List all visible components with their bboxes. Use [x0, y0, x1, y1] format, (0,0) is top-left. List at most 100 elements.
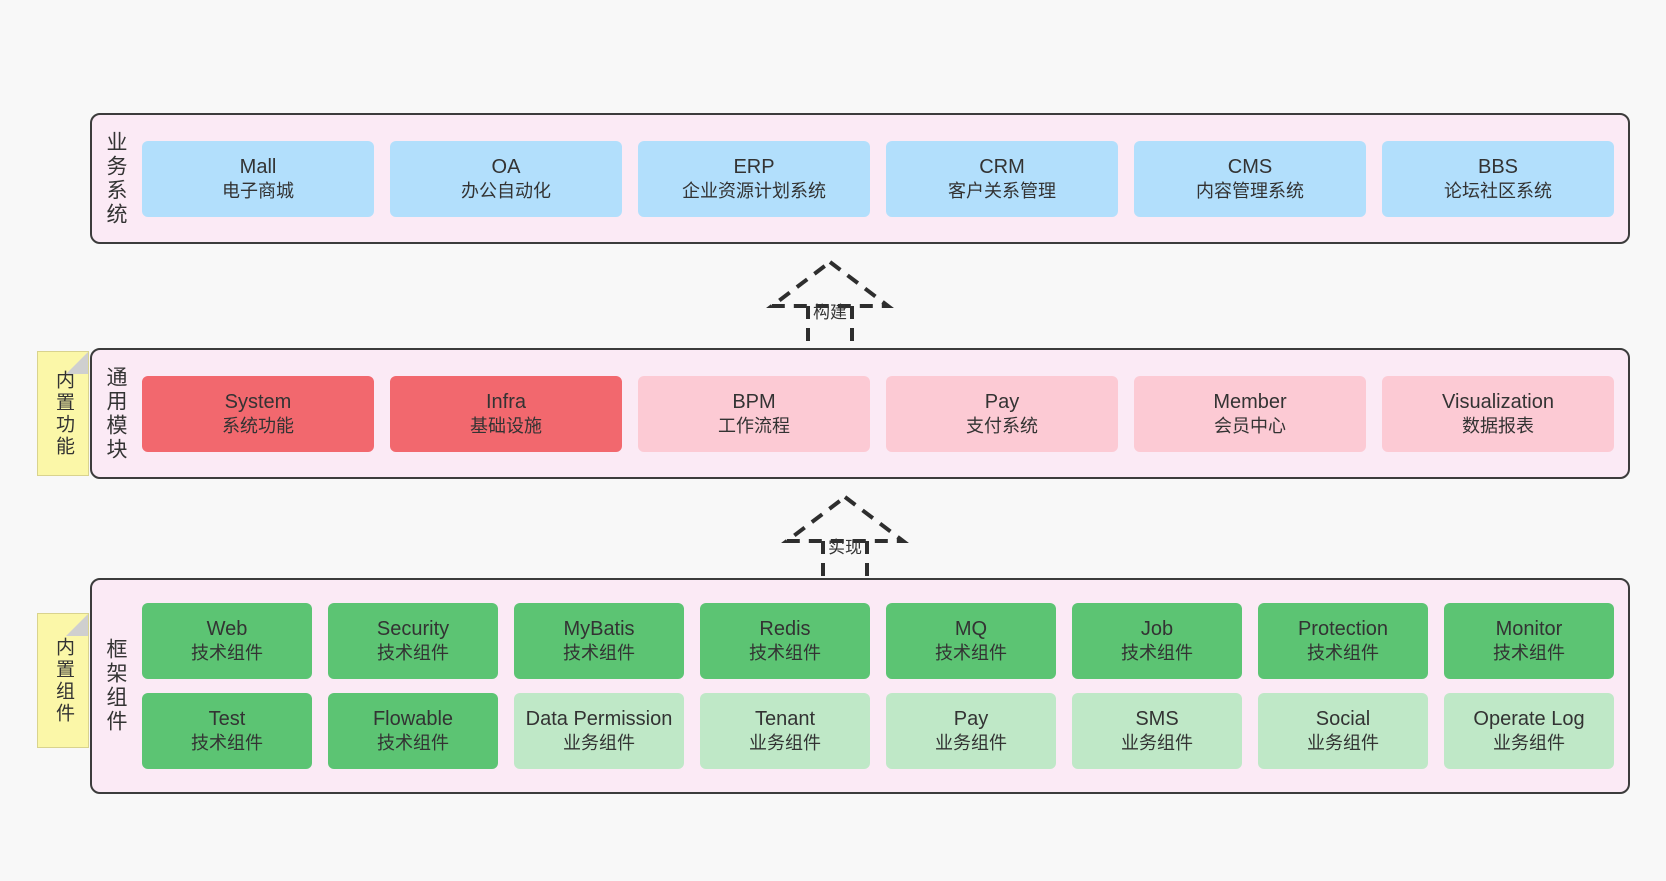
row: System 系统功能 Infra 基础设施 BPM 工作流程 Pay 支付系统… — [142, 375, 1614, 452]
row: Mall 电子商城 OA 办公自动化 ERP 企业资源计划系统 CRM 客户关系… — [142, 140, 1614, 217]
module-subtitle: 系统功能 — [222, 415, 294, 436]
module-subtitle: 办公自动化 — [461, 180, 551, 201]
module-card-system[interactable]: System 系统功能 — [142, 375, 374, 452]
component-subtitle: 业务组件 — [1307, 733, 1379, 754]
component-subtitle: 技术组件 — [191, 733, 263, 754]
row: Test 技术组件 Flowable 技术组件 Data Permission … — [142, 693, 1614, 769]
component-card-tenant[interactable]: Tenant 业务组件 — [700, 693, 870, 769]
component-title: Test — [208, 708, 246, 731]
component-card-social[interactable]: Social 业务组件 — [1258, 693, 1428, 769]
component-title: MQ — [954, 618, 988, 641]
module-subtitle: 会员中心 — [1214, 415, 1286, 436]
component-title: Web — [206, 618, 248, 641]
layer-common-module-label: 通用模块 — [104, 365, 128, 462]
component-card-data-permission[interactable]: Data Permission 业务组件 — [514, 693, 684, 769]
module-subtitle: 客户关系管理 — [948, 180, 1056, 201]
module-subtitle: 企业资源计划系统 — [682, 180, 826, 201]
component-subtitle: 业务组件 — [1493, 733, 1565, 754]
component-card-security[interactable]: Security 技术组件 — [328, 603, 498, 679]
module-subtitle: 论坛社区系统 — [1444, 180, 1552, 201]
component-subtitle: 业务组件 — [1121, 733, 1193, 754]
component-subtitle: 技术组件 — [377, 643, 449, 664]
layer-common-module-body: System 系统功能 Infra 基础设施 BPM 工作流程 Pay 支付系统… — [138, 350, 1628, 477]
component-card-mybatis[interactable]: MyBatis 技术组件 — [514, 603, 684, 679]
module-title: Infra — [485, 390, 527, 413]
layer-business-system-label: 业务系统 — [104, 130, 128, 227]
module-subtitle: 电子商城 — [222, 180, 294, 201]
component-subtitle: 业务组件 — [935, 733, 1007, 754]
component-card-mq[interactable]: MQ 技术组件 — [886, 603, 1056, 679]
module-subtitle: 支付系统 — [966, 415, 1038, 436]
component-card-test[interactable]: Test 技术组件 — [142, 693, 312, 769]
module-title: Member — [1213, 390, 1287, 413]
component-title: Social — [1315, 708, 1371, 731]
arrow-head-triangle — [781, 494, 909, 543]
component-title: Monitor — [1495, 618, 1563, 641]
module-title: Visualization — [1442, 390, 1554, 413]
layer-business-system-body: Mall 电子商城 OA 办公自动化 ERP 企业资源计划系统 CRM 客户关系… — [138, 115, 1628, 242]
layer-framework-component-body: Web 技术组件 Security 技术组件 MyBatis 技术组件 Redi… — [138, 580, 1628, 792]
component-title: SMS — [1135, 708, 1179, 731]
component-subtitle: 技术组件 — [1121, 643, 1193, 664]
component-subtitle: 业务组件 — [563, 733, 635, 754]
component-title: Tenant — [754, 708, 816, 731]
arrow-implement: 实现 — [775, 493, 915, 583]
component-card-operate-log[interactable]: Operate Log 业务组件 — [1444, 693, 1614, 769]
component-subtitle: 业务组件 — [749, 733, 821, 754]
component-title: Security — [376, 618, 450, 641]
component-card-monitor[interactable]: Monitor 技术组件 — [1444, 603, 1614, 679]
module-subtitle: 数据报表 — [1462, 415, 1534, 436]
component-subtitle: 技术组件 — [1493, 643, 1565, 664]
arrow-build: 构建 — [760, 258, 900, 348]
module-title: Pay — [984, 390, 1020, 413]
component-subtitle: 技术组件 — [935, 643, 1007, 664]
component-title: MyBatis — [563, 618, 635, 641]
module-card-oa[interactable]: OA 办公自动化 — [390, 140, 622, 217]
layer-framework-component: 框架组件 Web 技术组件 Security 技术组件 MyBatis 技术组件… — [90, 578, 1630, 794]
arrow-head-triangle — [766, 259, 894, 308]
module-card-member[interactable]: Member 会员中心 — [1134, 375, 1366, 452]
module-card-pay[interactable]: Pay 支付系统 — [886, 375, 1118, 452]
arrow-shaft — [806, 306, 854, 348]
sticky-note-builtin-component: 内置组件 — [37, 613, 89, 748]
row: Web 技术组件 Security 技术组件 MyBatis 技术组件 Redi… — [142, 603, 1614, 679]
module-card-bpm[interactable]: BPM 工作流程 — [638, 375, 870, 452]
component-card-web[interactable]: Web 技术组件 — [142, 603, 312, 679]
module-title: OA — [491, 155, 521, 178]
module-card-infra[interactable]: Infra 基础设施 — [390, 375, 622, 452]
module-title: CRM — [979, 155, 1025, 178]
component-card-sms[interactable]: SMS 业务组件 — [1072, 693, 1242, 769]
module-card-mall[interactable]: Mall 电子商城 — [142, 140, 374, 217]
component-title: Pay — [953, 708, 989, 731]
layer-business-system: 业务系统 Mall 电子商城 OA 办公自动化 ERP 企业资源计划系统 CRM… — [90, 113, 1630, 244]
component-card-job[interactable]: Job 技术组件 — [1072, 603, 1242, 679]
module-title: System — [224, 390, 292, 413]
module-card-bbs[interactable]: BBS 论坛社区系统 — [1382, 140, 1614, 217]
component-title: Operate Log — [1473, 708, 1585, 731]
component-card-protection[interactable]: Protection 技术组件 — [1258, 603, 1428, 679]
component-subtitle: 技术组件 — [377, 733, 449, 754]
component-subtitle: 技术组件 — [191, 643, 263, 664]
module-title: ERP — [733, 155, 775, 178]
module-title: Mall — [239, 155, 277, 178]
module-card-cms[interactable]: CMS 内容管理系统 — [1134, 140, 1366, 217]
module-card-crm[interactable]: CRM 客户关系管理 — [886, 140, 1118, 217]
component-card-redis[interactable]: Redis 技术组件 — [700, 603, 870, 679]
arrow-build-label: 构建 — [813, 303, 847, 322]
module-subtitle: 内容管理系统 — [1196, 180, 1304, 201]
module-card-visualization[interactable]: Visualization 数据报表 — [1382, 375, 1614, 452]
module-subtitle: 基础设施 — [470, 415, 542, 436]
module-card-erp[interactable]: ERP 企业资源计划系统 — [638, 140, 870, 217]
component-title: Flowable — [372, 708, 454, 731]
layer-common-module: 通用模块 System 系统功能 Infra 基础设施 BPM 工作流程 Pay… — [90, 348, 1630, 479]
component-card-flowable[interactable]: Flowable 技术组件 — [328, 693, 498, 769]
component-title: Data Permission — [525, 708, 673, 731]
arrow-implement-label: 实现 — [828, 538, 862, 557]
module-subtitle: 工作流程 — [718, 415, 790, 436]
module-title: BBS — [1477, 155, 1519, 178]
component-title: Redis — [759, 618, 811, 641]
layer-framework-component-label: 框架组件 — [104, 638, 128, 734]
component-card-pay[interactable]: Pay 业务组件 — [886, 693, 1056, 769]
component-subtitle: 技术组件 — [1307, 643, 1379, 664]
